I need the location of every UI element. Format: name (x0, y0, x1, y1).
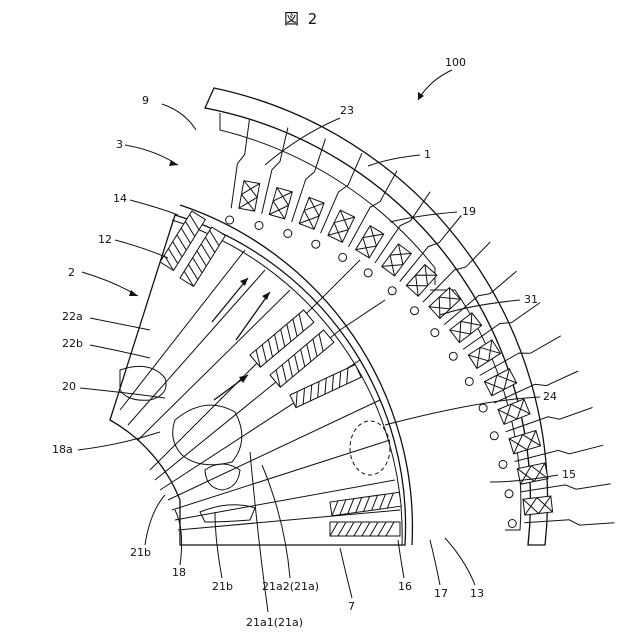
coil-box (328, 210, 355, 242)
rotor-bridge-circle (490, 432, 498, 440)
figure-title: 図 2 (284, 10, 319, 28)
label-16: 16 (398, 580, 412, 593)
label-13: 13 (470, 587, 484, 600)
rotor-bridge-circle (479, 404, 487, 412)
rotor-bridge-circle (449, 352, 457, 360)
label-17: 17 (434, 587, 448, 600)
coil-box (450, 313, 482, 343)
label-18: 18 (172, 566, 186, 579)
label-23: 23 (340, 104, 354, 117)
coil-box (299, 197, 324, 229)
label-14: 14 (113, 192, 127, 205)
rotor-bridge-circle (465, 378, 473, 386)
rotor-bridge-circle (499, 460, 507, 468)
rotor-bridge-circle (388, 287, 396, 295)
coil-box (406, 265, 437, 297)
coil-box (468, 340, 500, 369)
label-31: 31 (524, 293, 538, 306)
rotor-bridge-circle (508, 520, 516, 528)
label-7: 7 (348, 600, 355, 613)
dashed-region-24 (350, 421, 390, 475)
rotor-bridge-circle (431, 329, 439, 337)
coil-box (269, 188, 292, 219)
label-24: 24 (543, 390, 557, 403)
rotor-bridges (226, 216, 517, 528)
rotor-bridge-circle (364, 269, 372, 277)
coil-box (356, 226, 384, 258)
label-9: 9 (142, 94, 149, 107)
label-21a2: 21a2(21a) (262, 580, 319, 593)
label-20: 20 (62, 380, 76, 393)
rotor-bridge-circle (411, 307, 419, 315)
label-2: 2 (68, 266, 75, 279)
rotor-bridge-circle (226, 216, 234, 224)
label-22b: 22b (62, 337, 83, 350)
rotor-bridge-circle (312, 240, 320, 248)
coil-box (239, 181, 260, 211)
rotor-bridge-circle (505, 490, 513, 498)
label-15: 15 (562, 468, 576, 481)
label-1: 1 (424, 148, 431, 161)
stator-tooth-line (521, 484, 611, 492)
rotor-magnets (160, 211, 401, 536)
coil-box (523, 496, 553, 515)
stator-tooth-line (524, 520, 614, 525)
label-3: 3 (116, 138, 123, 151)
label-18a: 18a (52, 443, 73, 456)
rotor-bridge-circle (255, 222, 263, 230)
rotor-bridge-circle (284, 230, 292, 238)
label-21a1: 21a1(21a) (246, 616, 303, 629)
rotor-flux-barriers (120, 250, 400, 530)
stator-frame (205, 88, 548, 545)
label-21b-mid: 21b (212, 580, 233, 593)
coil-box (509, 430, 540, 453)
coil-box (484, 369, 516, 396)
rotor-bridge-circle (339, 253, 347, 261)
rotor-sector (110, 215, 406, 545)
coil-box (498, 399, 530, 424)
coil-box (382, 244, 412, 276)
label-12: 12 (98, 233, 112, 246)
coil-box (517, 463, 548, 484)
label-100: 100 (445, 56, 466, 69)
label-19: 19 (462, 205, 476, 218)
label-22a: 22a (62, 310, 83, 323)
label-21b-left: 21b (130, 546, 151, 559)
